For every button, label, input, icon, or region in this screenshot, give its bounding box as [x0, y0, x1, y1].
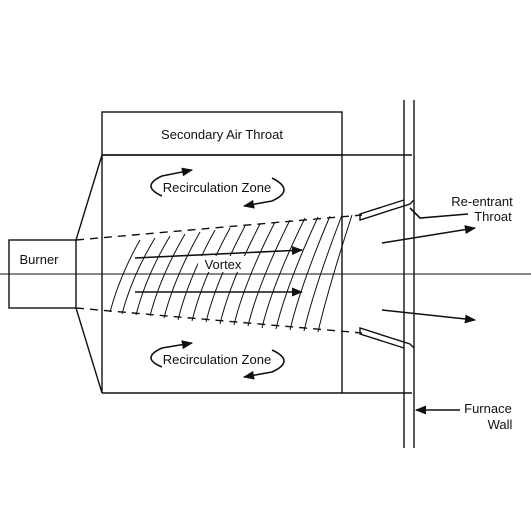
label-furnace-wall-line1: Furnace	[464, 401, 512, 416]
label-secondary-air-throat: Secondary Air Throat	[161, 127, 283, 142]
label-re-entrant-line1: Re-entrant	[451, 194, 513, 209]
label-burner: Burner	[19, 252, 59, 267]
exit-arrow-upper	[381, 225, 477, 244]
vortex-hatching	[109, 214, 353, 333]
exit-arrow-lower	[381, 309, 477, 324]
re-entrant-flange-top	[359, 199, 415, 221]
vortex-arrow-upper	[134, 246, 304, 259]
label-vortex: Vortex	[205, 257, 242, 272]
label-recirculation-zone-bottom: Recirculation Zone	[163, 352, 271, 367]
flame-boundary-top	[75, 214, 363, 241]
flame-boundary-bottom	[75, 307, 363, 334]
re-entrant-leader	[409, 207, 469, 219]
label-recirculation-zone-top: Recirculation Zone	[163, 180, 271, 195]
recirc-bottom-arrow-left	[150, 340, 194, 368]
recirc-top-arrow-right	[242, 177, 285, 209]
label-re-entrant-line2: Throat	[474, 209, 512, 224]
recirc-bottom-arrow-right	[242, 349, 285, 380]
re-entrant-flange-bottom	[359, 327, 415, 349]
label-furnace-wall-line2: Wall	[488, 417, 513, 432]
recirc-top-arrow-left	[150, 167, 194, 197]
